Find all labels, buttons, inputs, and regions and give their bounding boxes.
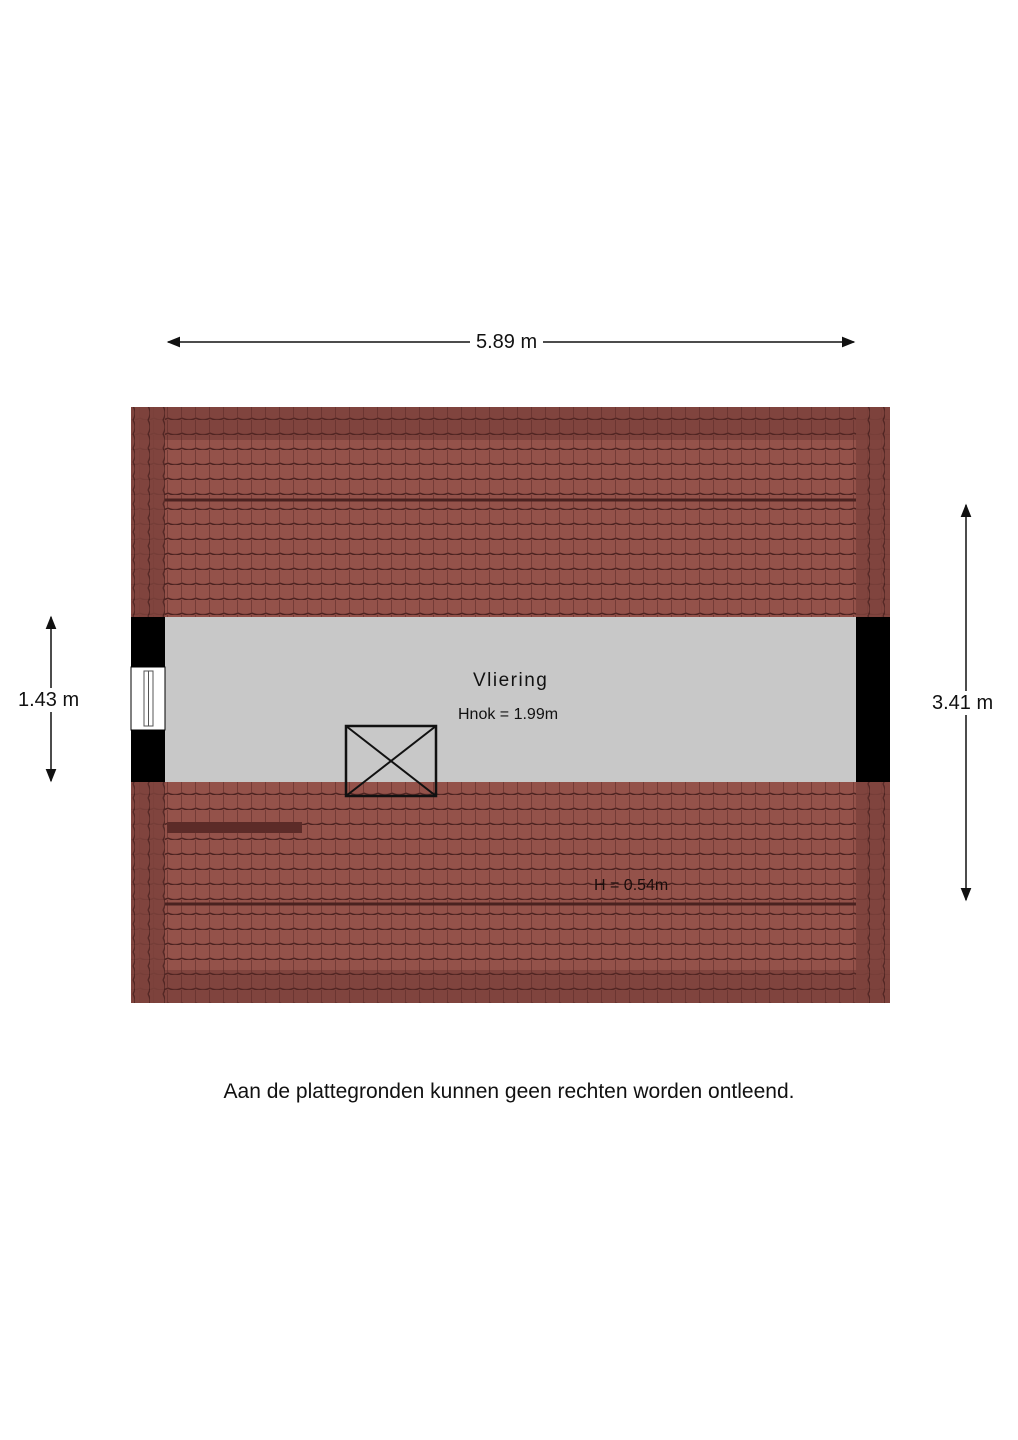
roof-edge-top [131,407,890,440]
roof-edge-left-bottom [131,782,165,1003]
roof-top-section [131,407,890,617]
ridge-height-label: Hnok = 1.99m [458,706,559,723]
roof-edge-right-bottom [856,782,890,1003]
left-wall-lower [131,730,165,782]
roof-height-label: H = 0.54m [594,877,669,894]
right-height-dimension-label: 3.41 m [926,691,1000,715]
disclaimer-text: Aan de plattegronden kunnen geen rechten… [223,1080,795,1103]
roof-bottom-section [131,782,890,1003]
left-wall-upper [131,617,165,667]
right-wall [856,617,890,782]
roof-beam [167,822,302,833]
left-window [130,666,166,731]
loft-hatch [344,724,438,798]
attic-floor [165,617,856,782]
left-height-dimension-label: 1.43 m [12,688,86,712]
roof-edge-left-top [131,407,165,617]
roof-tiles [131,407,890,1003]
roof-edge-right-top [856,407,890,617]
room-name-label: Vliering [473,670,549,691]
width-dimension-label: 5.89 m [470,330,544,354]
roof-edge-bottom [131,970,890,1003]
